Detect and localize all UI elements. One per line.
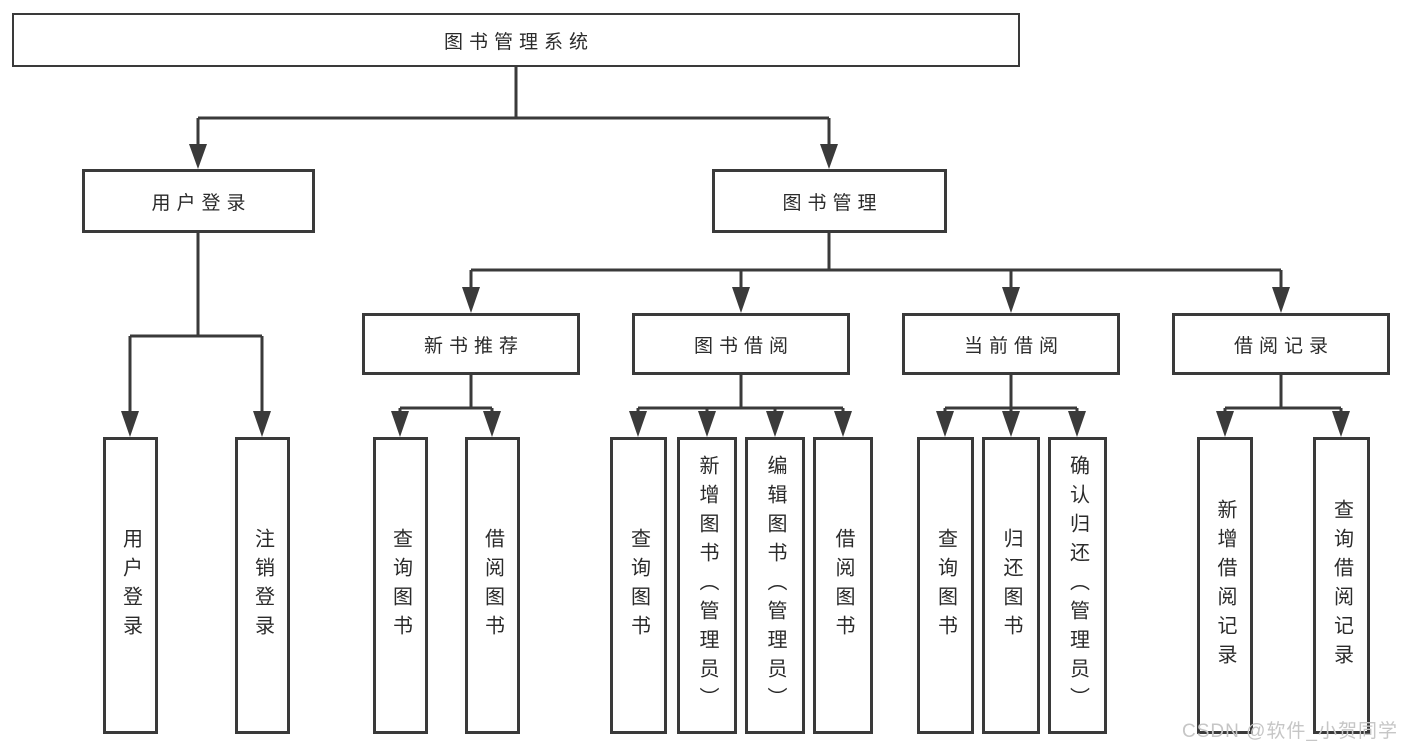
connector-book-mgmt-to-level3 bbox=[469, 233, 1283, 289]
arrowhead bbox=[766, 411, 784, 437]
leaf-query-borrow-record-label: 查询借阅记录 bbox=[1330, 498, 1353, 673]
node-current-borrow: 当前借阅 bbox=[902, 313, 1120, 375]
arrowhead bbox=[698, 411, 716, 437]
arrowhead bbox=[1068, 411, 1086, 437]
leaf-user-login: 用户登录 bbox=[103, 437, 158, 734]
leaf-logout-label: 注销登录 bbox=[251, 527, 274, 644]
connector-user-login-to-leaves bbox=[128, 233, 264, 413]
leaf-edit-book-admin: 编辑图书（管理员） bbox=[745, 437, 805, 734]
arrowhead bbox=[483, 411, 501, 437]
leaf-return-book: 归还图书 bbox=[982, 437, 1040, 734]
connector-paths bbox=[128, 67, 1343, 413]
node-root: 图书管理系统 bbox=[12, 13, 1020, 67]
leaf-add-borrow-record-label: 新增借阅记录 bbox=[1214, 498, 1236, 673]
leaf-confirm-return-admin: 确认归还（管理员） bbox=[1048, 437, 1107, 734]
arrowhead bbox=[1332, 411, 1350, 437]
leaf-query-books-current: 查询图书 bbox=[917, 437, 974, 734]
watermark: CSDN @软件_小贺同学 bbox=[1182, 721, 1398, 742]
node-user-login: 用户登录 bbox=[82, 169, 315, 233]
arrowhead bbox=[1002, 287, 1020, 313]
connector-root-to-level2 bbox=[196, 67, 831, 146]
node-book-management: 图书管理 bbox=[712, 169, 947, 233]
node-borrow-records: 借阅记录 bbox=[1172, 313, 1390, 375]
arrowhead bbox=[936, 411, 954, 437]
arrowheads bbox=[121, 144, 1350, 437]
leaf-add-borrow-record: 新增借阅记录 bbox=[1197, 437, 1253, 734]
leaf-logout: 注销登录 bbox=[235, 437, 290, 734]
leaf-query-books-borrow-label: 查询图书 bbox=[627, 527, 650, 644]
leaf-borrow-books-rec-label: 借阅图书 bbox=[481, 527, 504, 644]
leaf-return-book-label: 归还图书 bbox=[1000, 527, 1022, 644]
node-new-book-recommend: 新书推荐 bbox=[362, 313, 580, 375]
arrowhead bbox=[189, 144, 207, 169]
connector-current-borrow-to-leaves bbox=[943, 375, 1079, 413]
arrowhead bbox=[1002, 411, 1020, 437]
leaf-borrow-books: 借阅图书 bbox=[813, 437, 873, 734]
leaf-user-login-label: 用户登录 bbox=[119, 527, 142, 644]
leaf-edit-book-admin-label: 编辑图书（管理员） bbox=[764, 455, 786, 716]
arrowhead bbox=[1216, 411, 1234, 437]
leaf-query-books-rec: 查询图书 bbox=[373, 437, 428, 734]
leaf-confirm-return-admin-label: 确认归还（管理员） bbox=[1066, 455, 1089, 716]
leaf-borrow-books-label: 借阅图书 bbox=[832, 527, 854, 644]
leaf-query-books-borrow: 查询图书 bbox=[610, 437, 667, 734]
arrowhead bbox=[462, 287, 480, 313]
arrowhead bbox=[121, 411, 139, 437]
leaf-add-book-admin: 新增图书（管理员） bbox=[677, 437, 737, 734]
leaf-query-borrow-record: 查询借阅记录 bbox=[1313, 437, 1370, 734]
leaf-query-books-rec-label: 查询图书 bbox=[389, 527, 412, 644]
arrowhead bbox=[253, 411, 271, 437]
arrowhead bbox=[1272, 287, 1290, 313]
connector-borrow-records-to-leaves bbox=[1223, 375, 1343, 413]
arrowhead bbox=[629, 411, 647, 437]
leaf-borrow-books-rec: 借阅图书 bbox=[465, 437, 520, 734]
arrowhead bbox=[391, 411, 409, 437]
leaf-query-books-current-label: 查询图书 bbox=[934, 527, 957, 644]
leaf-add-book-admin-label: 新增图书（管理员） bbox=[696, 455, 718, 716]
arrowhead bbox=[732, 287, 750, 313]
connector-book-borrow-to-leaves bbox=[636, 375, 845, 413]
node-book-borrow: 图书借阅 bbox=[632, 313, 850, 375]
arrowhead bbox=[820, 144, 838, 169]
connector-new-book-rec-to-leaves bbox=[398, 375, 494, 413]
arrowhead bbox=[834, 411, 852, 437]
